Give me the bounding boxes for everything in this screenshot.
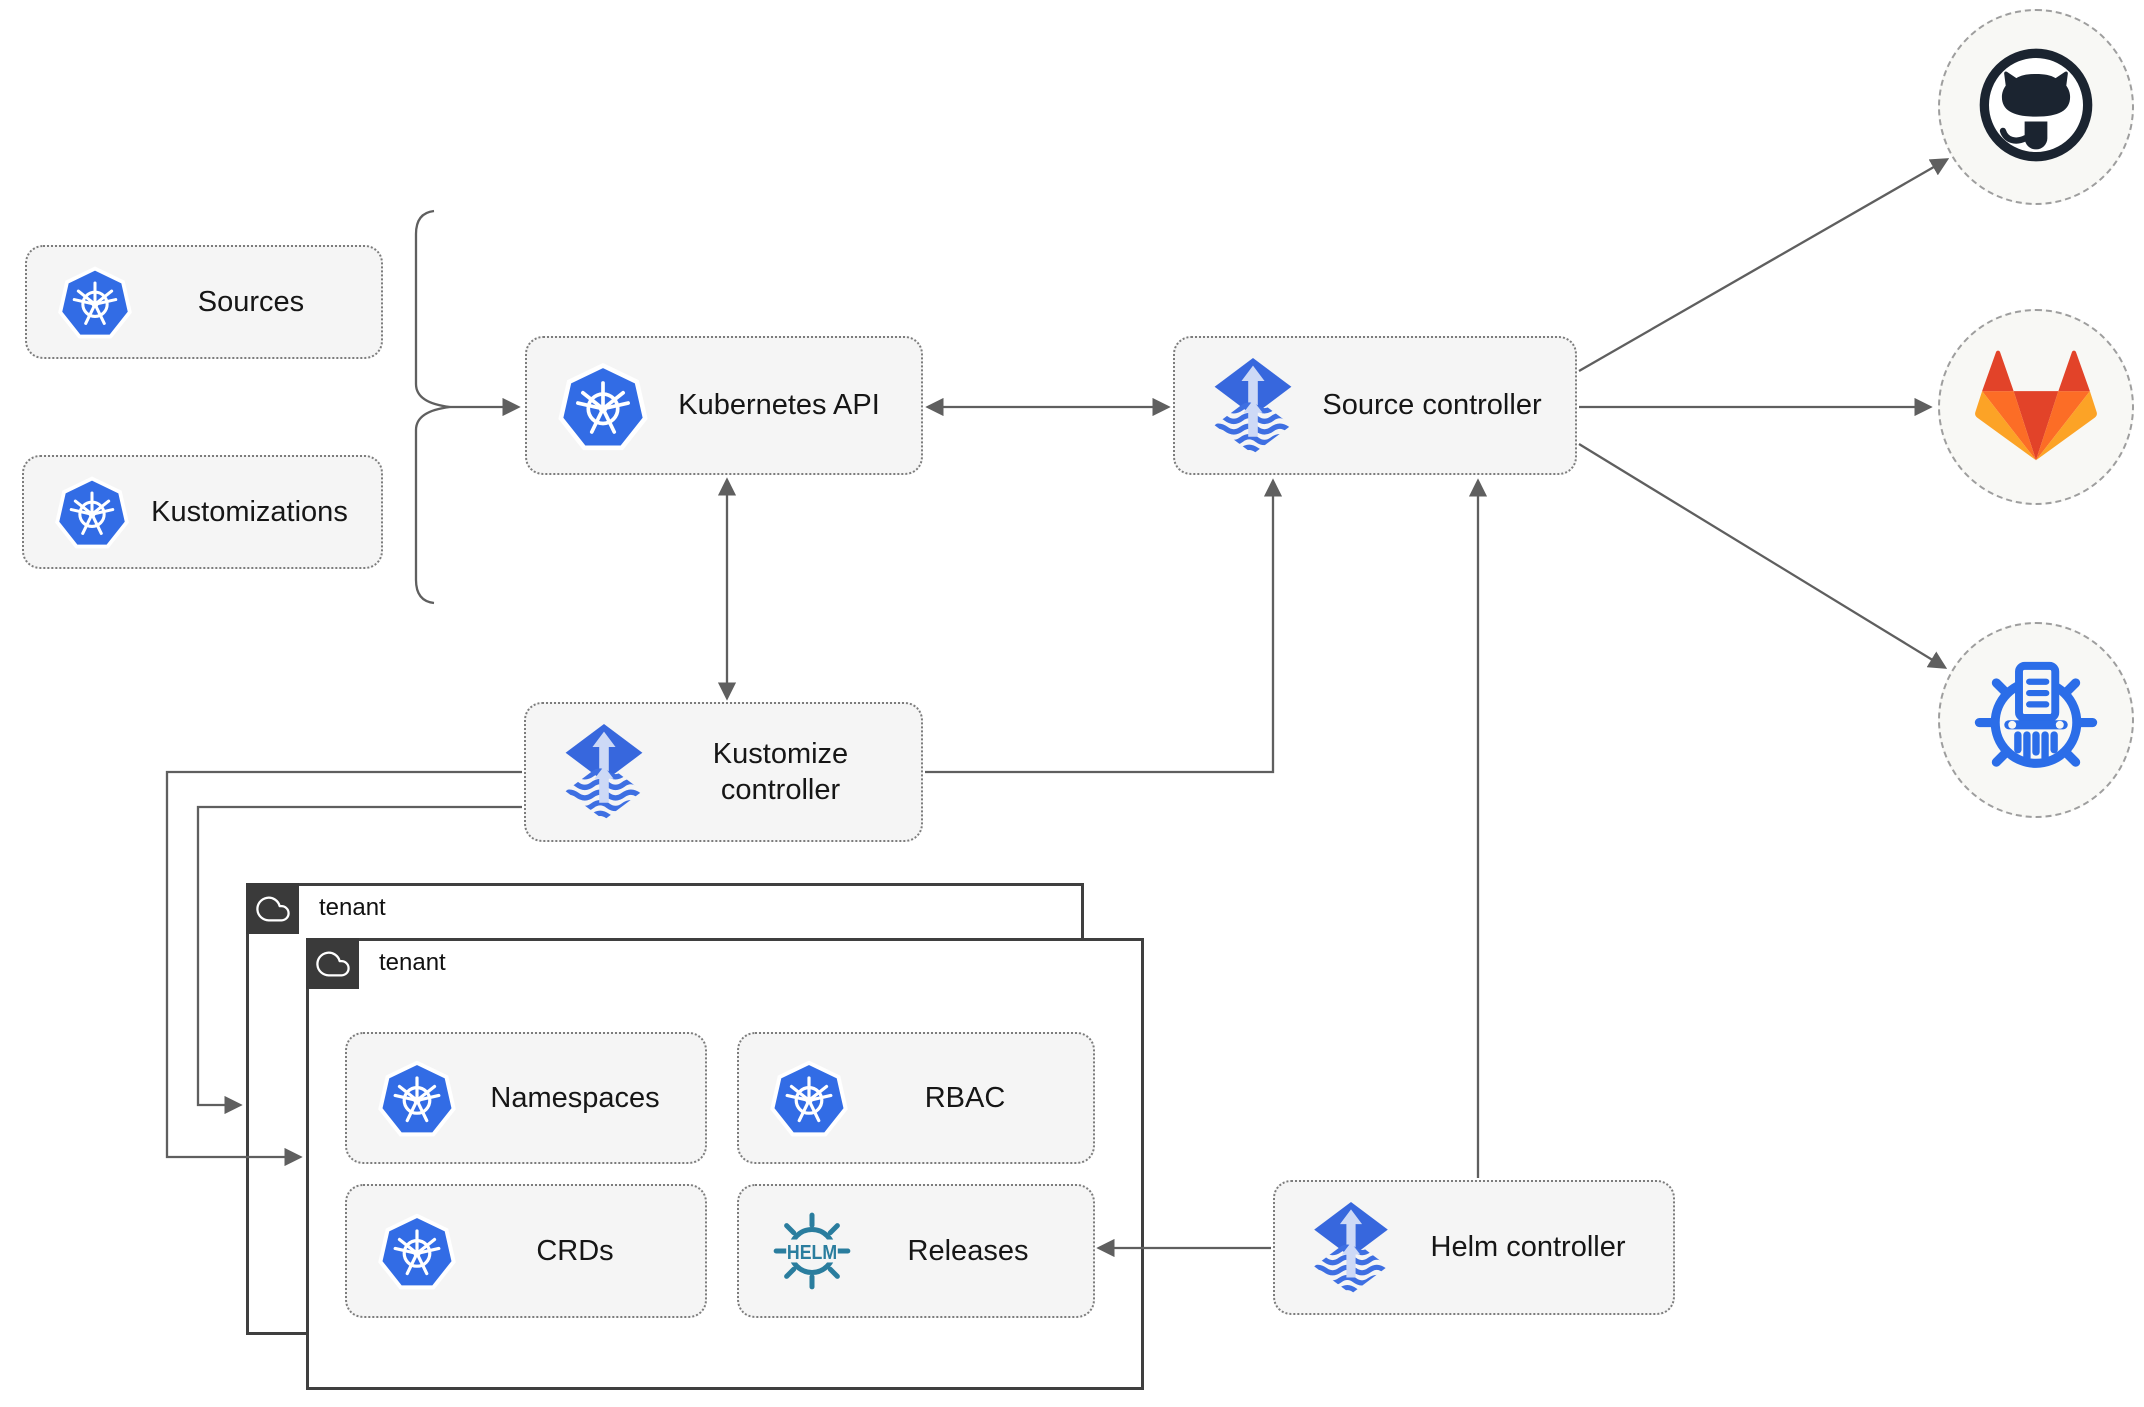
node-releases: HELM Releases — [737, 1184, 1095, 1318]
node-namespaces: Namespaces — [345, 1032, 707, 1164]
node-label: Namespaces — [490, 1081, 660, 1114]
node-label: Kustomize controller — [712, 737, 849, 806]
kubernetes-icon — [54, 474, 130, 550]
node-source-controller: Source controller — [1173, 336, 1577, 475]
node-kustomizations: Kustomizations — [22, 455, 383, 569]
tenant-group-inner: tenant — [306, 938, 1144, 1390]
kubernetes-icon — [769, 1058, 849, 1138]
kubernetes-icon — [57, 264, 133, 340]
tenant-label: tenant — [319, 894, 386, 921]
svg-text:HELM: HELM — [787, 1242, 837, 1264]
node-label: CRDs — [536, 1234, 614, 1267]
cloud-icon — [306, 938, 359, 989]
node-crds: CRDs — [345, 1184, 707, 1318]
node-kubernetes-api: Kubernetes API — [525, 336, 923, 475]
cloud-icon — [246, 883, 299, 934]
helm-icon: HELM — [769, 1208, 855, 1294]
registry-endpoint — [1938, 622, 2134, 818]
node-label: Releases — [907, 1234, 1029, 1267]
bracket-sources-kustomizations — [414, 209, 451, 605]
node-label: Helm controller — [1430, 1231, 1626, 1264]
kubernetes-icon — [557, 360, 649, 452]
node-label: RBAC — [924, 1081, 1006, 1114]
node-helm-controller: Helm controller — [1273, 1180, 1675, 1315]
node-label: Source controller — [1322, 389, 1542, 422]
node-label: Kustomizations — [151, 495, 348, 528]
registry-icon — [1968, 650, 2104, 791]
node-sources: Sources — [25, 245, 383, 359]
node-kustomize-controller: Kustomize controller — [524, 702, 923, 842]
node-label: Kubernetes API — [678, 389, 880, 422]
flux-icon — [556, 724, 652, 820]
kubernetes-icon — [377, 1058, 457, 1138]
flux-icon — [1205, 357, 1301, 454]
flux-icon — [1305, 1201, 1397, 1294]
tenant-label: tenant — [379, 949, 446, 976]
kubernetes-icon — [377, 1211, 457, 1291]
node-rbac: RBAC — [737, 1032, 1095, 1164]
arrow-source-to-github — [1578, 158, 1950, 372]
arrow-kustomize-to-source-controller — [925, 478, 1283, 774]
gitlab-icon — [1975, 348, 2097, 467]
arrow-source-to-registry — [1578, 443, 1948, 669]
github-icon — [1974, 43, 2098, 172]
github-endpoint — [1938, 9, 2134, 205]
node-label: Sources — [197, 285, 305, 318]
gitlab-endpoint — [1938, 309, 2134, 505]
